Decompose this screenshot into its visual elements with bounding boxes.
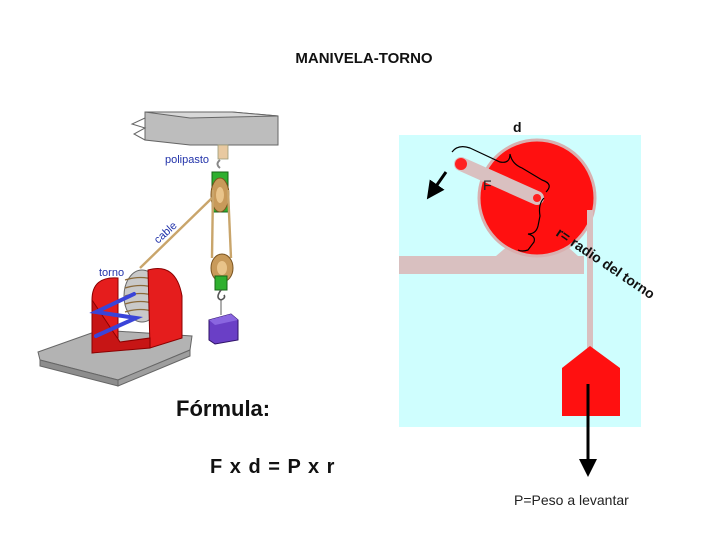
schematic-diagram: d F r= radio del torno	[399, 119, 658, 477]
formula-label: Fórmula:	[176, 396, 271, 421]
lower-pulley-block	[210, 253, 234, 315]
brace-d	[451, 146, 550, 193]
support-beam	[399, 256, 584, 274]
drum-axle	[533, 194, 541, 202]
ceiling-beam	[130, 111, 279, 146]
rope	[587, 210, 593, 350]
crank-handle	[89, 292, 144, 338]
weight-caption: P=Peso a levantar	[514, 492, 629, 508]
force-arrow	[426, 171, 448, 200]
winch-illustration: polipasto cable torno	[37, 111, 279, 387]
label-d: d	[513, 119, 522, 135]
upper-pulley-block	[210, 159, 230, 213]
label-torno: torno	[99, 267, 124, 279]
formula-equation: F x d = P x r	[210, 456, 336, 478]
weight-block	[562, 346, 620, 416]
slide-title: MANIVELA-TORNO	[295, 50, 433, 67]
hanger	[217, 144, 229, 160]
hanging-weight	[208, 313, 239, 345]
label-polipasto: polipasto	[165, 154, 209, 166]
brace-r	[517, 197, 545, 252]
crank-arm	[454, 157, 544, 205]
ropes	[139, 189, 233, 269]
label-F: F	[483, 177, 492, 193]
crank-knob	[455, 158, 467, 170]
